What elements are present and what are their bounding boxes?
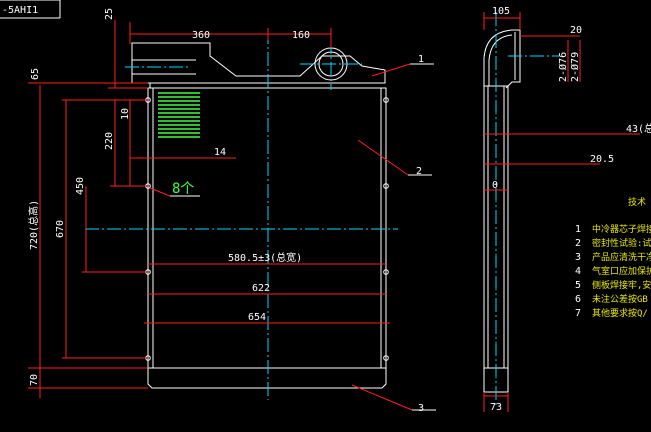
dim-0: 0	[492, 180, 498, 191]
dim-580: 580.5±3(总宽)	[228, 251, 302, 264]
dim-2phi76: 2-Ø76	[557, 52, 569, 82]
svg-text:6: 6	[575, 294, 581, 305]
dim-2phi79: 2-Ø79	[569, 52, 581, 82]
tech-item-5: 5 侧板焊接牢,安装	[575, 279, 651, 291]
dim-720: 720(总高)	[27, 200, 40, 250]
svg-text:侧板焊接牢,安装: 侧板焊接牢,安装	[592, 279, 651, 291]
svg-text:密封性试验:试气: 密封性试验:试气	[592, 237, 651, 249]
dim-43: 43(总厚)	[626, 122, 651, 135]
svg-text:其他要求按Q/: 其他要求按Q/	[592, 307, 648, 319]
tech-item-6: 6 未注公差按GB	[575, 293, 648, 305]
title-block: -5AHI1	[0, 0, 61, 19]
dim-160: 160	[292, 30, 310, 41]
tech-item-2: 2 密封性试验:试气	[575, 237, 651, 249]
dim-654: 654	[248, 312, 266, 323]
dim-105: 105	[492, 6, 510, 17]
holes-note: 8个	[172, 181, 194, 197]
svg-text:2: 2	[575, 238, 581, 249]
fin-hatch	[158, 92, 200, 138]
callout-1: 1	[418, 54, 424, 65]
svg-text:7: 7	[575, 308, 581, 319]
tech-item-3: 3 产品应清洗干净,表	[575, 251, 651, 263]
dim-65: 65	[30, 68, 41, 80]
dim-360: 360	[192, 30, 210, 41]
svg-text:4: 4	[575, 266, 581, 277]
tech-item-1: 1 中冷器芯子焊接后	[575, 223, 651, 235]
callout-3: 3	[418, 403, 424, 414]
radiator-core-outline	[147, 87, 387, 369]
side-dimensions	[483, 12, 640, 412]
dim-220: 220	[104, 132, 115, 150]
tech-requirements: 技术 1 中冷器芯子焊接后 2 密封性试验:试气 3 产品应清洗干净,表 4 气…	[575, 196, 651, 319]
svg-text:产品应清洗干净,表: 产品应清洗干净,表	[592, 251, 651, 263]
dim-73: 73	[490, 402, 502, 413]
svg-text:3: 3	[575, 252, 581, 263]
front-view	[85, 30, 398, 400]
dim-670: 670	[55, 220, 66, 238]
dim-70: 70	[29, 374, 40, 386]
front-dimensions	[28, 20, 390, 398]
tech-item-7: 7 其他要求按Q/	[575, 307, 648, 319]
svg-text:5: 5	[575, 280, 581, 291]
tech-item-4: 4 气室口应加保护	[575, 265, 651, 277]
dim-25: 25	[104, 8, 115, 20]
dim-10: 10	[120, 108, 131, 120]
dim-205: 20.5	[590, 154, 614, 165]
callouts	[149, 63, 436, 411]
dim-450: 450	[75, 177, 86, 195]
title-block-text: -5AHI1	[2, 5, 38, 16]
tech-heading: 技术	[628, 196, 646, 208]
dim-622: 622	[252, 283, 270, 294]
svg-text:中冷器芯子焊接后: 中冷器芯子焊接后	[592, 223, 651, 235]
svg-text:气室口应加保护: 气室口应加保护	[592, 265, 651, 277]
svg-text:1: 1	[575, 224, 581, 235]
dim-14: 14	[214, 147, 226, 158]
svg-text:未注公差按GB: 未注公差按GB	[592, 293, 648, 305]
dim-20: 20	[570, 25, 582, 36]
side-view	[483, 12, 560, 405]
callout-2: 2	[416, 166, 422, 177]
